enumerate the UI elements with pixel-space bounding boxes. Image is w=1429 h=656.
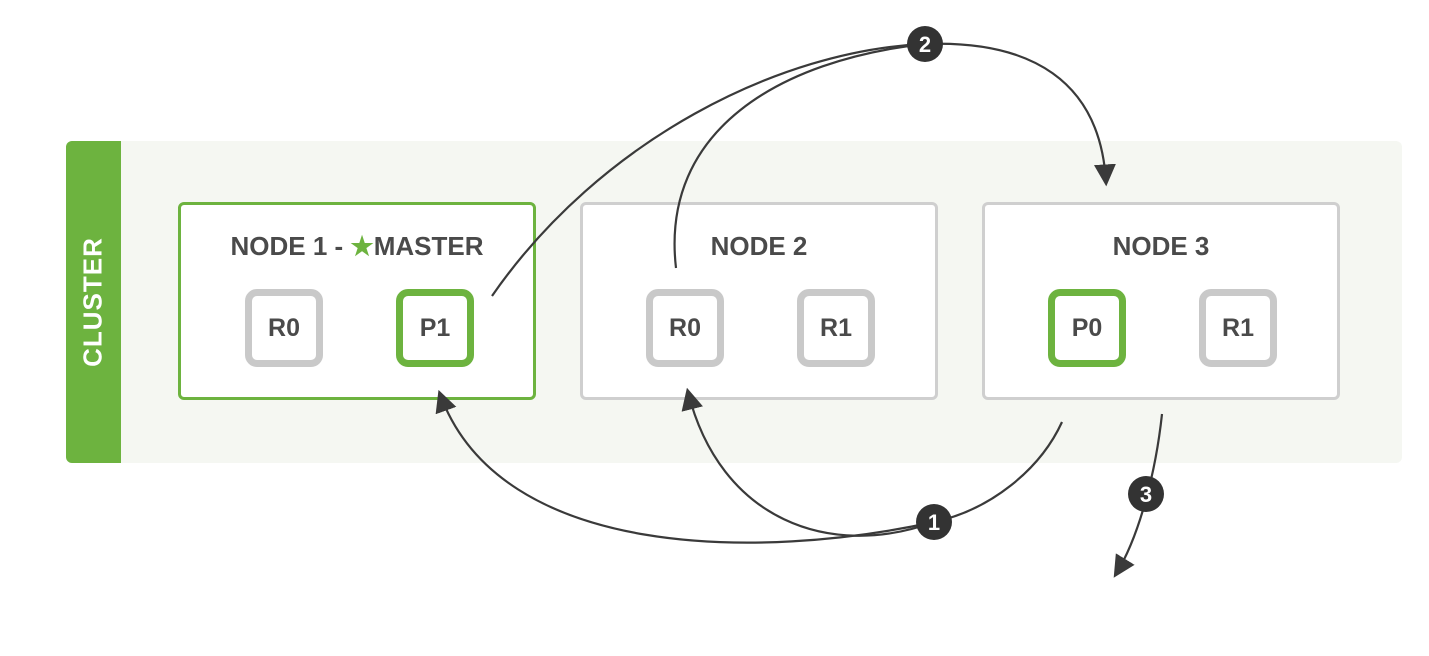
arrow-step2-to-node3 xyxy=(924,42,1116,187)
node-2-title: NODE 2 xyxy=(710,231,808,261)
step-number: 1 xyxy=(928,510,940,535)
step-badge-3: 3 xyxy=(1128,476,1164,512)
arrow-step1-to-r0 xyxy=(681,387,935,537)
shard-replica: R0 xyxy=(245,289,323,367)
shard-replica: R1 xyxy=(797,289,875,367)
arrow-step1-to-p1 xyxy=(435,389,935,544)
cluster-tab xyxy=(66,141,121,463)
node-3: NODE 3 P0 R1 xyxy=(982,202,1340,400)
node-3-title: NODE 3 xyxy=(1112,231,1210,261)
node-1: NODE 1 - ★MASTER R0 P1 xyxy=(178,202,536,400)
shard-primary: P0 xyxy=(1048,289,1126,367)
step-number: 3 xyxy=(1140,482,1152,507)
step-number: 2 xyxy=(919,32,931,57)
node-1-title: NODE 1 - ★MASTER xyxy=(181,231,533,262)
arrow-p1-to-step2 xyxy=(491,42,926,297)
arrow-node3-to-step1 xyxy=(933,421,1063,524)
shard-replica: R1 xyxy=(1199,289,1277,367)
node-1-title-prefix: NODE 1 - xyxy=(230,231,351,261)
arrow-r0-to-step2 xyxy=(673,42,926,269)
node-2: NODE 2 R0 R1 xyxy=(580,202,938,400)
node-1-title-suffix: MASTER xyxy=(373,231,484,261)
shard-replica: R0 xyxy=(646,289,724,367)
shard-primary: P1 xyxy=(396,289,474,367)
star-icon: ★ xyxy=(350,231,374,261)
step-badge-2: 2 xyxy=(907,26,943,62)
step-badge-1: 1 xyxy=(916,504,952,540)
